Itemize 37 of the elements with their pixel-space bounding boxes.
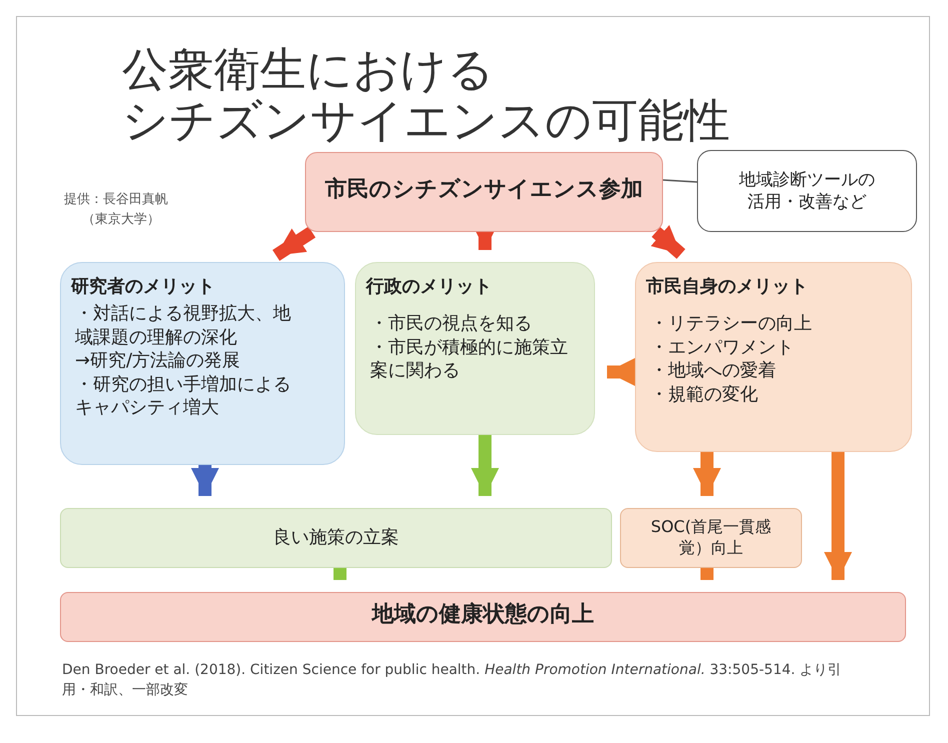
block-arrow xyxy=(824,452,852,580)
heading: 市民のシチズンサイエンス参加 xyxy=(324,176,644,204)
goal-box xyxy=(60,592,906,642)
heading: 行政のメリット xyxy=(366,275,493,298)
block-arrow xyxy=(471,435,499,496)
item-text: ・市民が積極的に施策立案に関わる xyxy=(369,336,569,383)
citation: Den Broeder et al. (2018). Citizen Science for public health. Health Promotion International. 33:505-514. より引用・和訳、一部改変 xyxy=(62,661,843,700)
block-arrow xyxy=(607,358,635,386)
heading: 市民自身のメリット xyxy=(646,275,809,298)
speech-bubble xyxy=(697,150,917,232)
item-text: ・対話による視野拡大、地域課題の理解の深化 xyxy=(74,302,292,350)
block-arrow xyxy=(693,452,721,496)
item-text: ・リテラシーの向上 xyxy=(649,312,813,336)
item-text: ・地域への愛着 xyxy=(649,359,777,383)
item-text: ・エンパワメント xyxy=(649,336,795,360)
block-arrow xyxy=(272,226,316,261)
outcome-box xyxy=(620,508,802,568)
item-text: ・市民の視点を知る xyxy=(369,312,533,336)
item-text: SOC(首尾一貫感覚）向上 xyxy=(650,517,772,559)
heading: 研究者のメリット xyxy=(71,275,216,298)
credit-note: （東京大学） xyxy=(82,211,160,228)
process-box xyxy=(305,152,663,232)
item-text: ・研究の担い手増加によるキャパシティ増大 xyxy=(74,372,292,420)
block-arrow xyxy=(191,465,219,496)
merit-card xyxy=(355,262,595,435)
callout-tail xyxy=(662,179,698,183)
item-text: 良い施策の立案 xyxy=(272,526,400,550)
title: 公衆衛生におけるシチズンサイエンスの可能性 xyxy=(122,44,731,146)
heading: 地域の健康状態の向上 xyxy=(370,600,595,629)
item-text: 地域診断ツールの活用・改善など xyxy=(738,168,876,214)
item-text: →研究/方法論の発展 xyxy=(74,349,242,373)
merit-card xyxy=(635,262,912,452)
outcome-box xyxy=(60,508,612,568)
block-arrow xyxy=(650,225,686,259)
item-text: ・規範の変化 xyxy=(649,382,759,406)
credit-note: 提供：長谷田真帆 xyxy=(64,191,168,208)
merit-card xyxy=(60,262,345,465)
